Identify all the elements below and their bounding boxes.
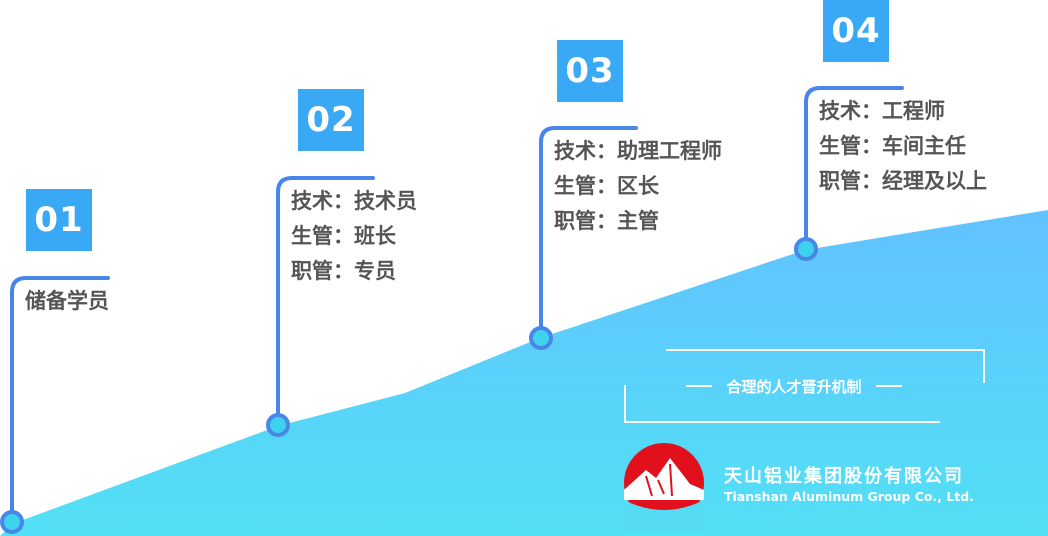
step-3-line-1: 技术：助理工程师 [554,139,722,163]
company-name-en: Tianshan Aluminum Group Co., Ltd. [724,489,974,504]
mountain-logo-icon [624,443,704,530]
step-1-node [0,510,24,534]
step-1-line-1: 储备学员 [25,289,109,313]
step-3-connector [539,126,638,340]
step-1-badge: 01 [26,189,92,251]
step-2-line-1: 技术：技术员 [291,189,417,213]
step-4-line-1: 技术：工程师 [819,99,945,123]
step-3-line-2: 生管：区长 [554,174,659,198]
rising-area [0,210,1048,536]
step-3-badge: 03 [557,40,623,102]
slogan: 合理的人才晋升机制 [664,372,924,400]
company-name-cn: 天山铝业集团股份有限公司 [724,466,964,487]
step-2-badge: 02 [298,89,364,151]
slogan-frame [624,349,985,423]
step-2-node [266,413,290,437]
slogan-dash-left [686,385,713,387]
slogan-text: 合理的人才晋升机制 [726,377,862,396]
step-3-line-3: 职管：主管 [554,209,659,233]
slogan-dash-right [875,385,902,387]
step-1-connector [10,276,110,524]
step-2-line-3: 职管：专员 [291,259,396,283]
step-4-node [794,237,818,261]
step-2-text: 技术：技术员 生管：班长 职管：专员 [291,184,417,289]
step-3-text: 技术：助理工程师 生管：区长 职管：主管 [554,134,722,239]
step-2-connector [276,176,375,427]
step-4-text: 技术：工程师 生管：车间主任 职管：经理及以上 [819,94,987,199]
step-3-node [529,326,553,350]
step-4-line-2: 生管：车间主任 [819,134,966,158]
step-1-text: 储备学员 [25,284,109,319]
step-2-line-2: 生管：班长 [291,224,396,248]
step-4-badge: 04 [823,0,889,62]
step-4-line-3: 职管：经理及以上 [819,169,987,193]
step-4-connector [804,86,904,251]
